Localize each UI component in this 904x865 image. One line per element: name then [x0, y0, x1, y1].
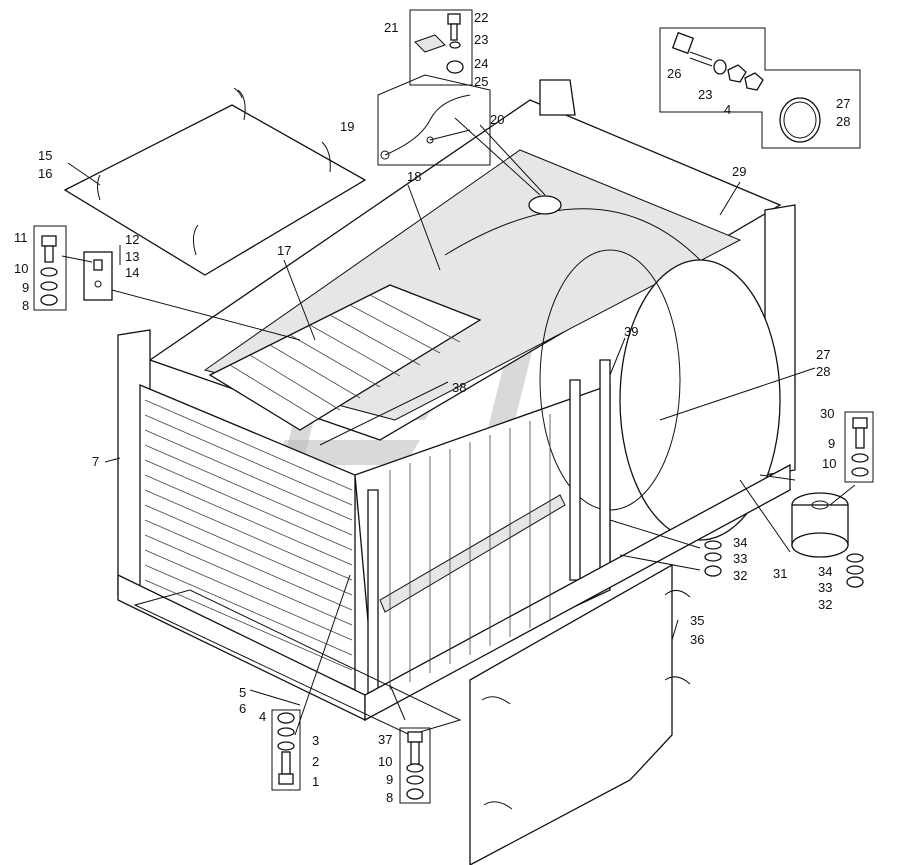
label-10a: 10: [14, 261, 28, 276]
frame-body: [117, 79, 796, 736]
label-10c: 10: [378, 754, 392, 769]
leader-lines: [61, 117, 856, 736]
label-9a: 9: [22, 280, 29, 295]
label-33b: 33: [818, 580, 832, 595]
label-33a: 33: [733, 551, 747, 566]
label-30: 30: [820, 406, 834, 421]
cable-assembly: [377, 74, 491, 166]
label-27b: 27: [816, 347, 830, 362]
label-37: 37: [378, 732, 392, 747]
label-31: 31: [773, 566, 787, 581]
label-14: 14: [125, 265, 139, 280]
label-22: 22: [474, 10, 488, 25]
hardware-bottom: [271, 709, 431, 804]
label-28a: 28: [836, 114, 850, 129]
label-32b: 32: [818, 597, 832, 612]
hardware-top-center: [409, 9, 473, 86]
label-9c: 9: [386, 772, 393, 787]
label-9b: 9: [828, 436, 835, 451]
label-12: 12: [125, 232, 139, 247]
label-36: 36: [690, 632, 704, 647]
label-25: 25: [474, 74, 488, 89]
label-2: 2: [312, 754, 319, 769]
label-4b: 4: [259, 709, 266, 724]
part-number-labels: 15 16 11 10 9 8 12 13 14 17 18 19 20 21 …: [14, 10, 850, 805]
label-29: 29: [732, 164, 746, 179]
slats: [144, 294, 551, 690]
label-23a: 23: [474, 32, 488, 47]
label-19: 19: [340, 119, 354, 134]
top-cover-panel: [63, 87, 367, 276]
label-23b: 23: [698, 87, 712, 102]
label-21: 21: [384, 20, 398, 35]
hardware-top-right: [659, 27, 861, 149]
label-34a: 34: [733, 535, 747, 550]
label-34b: 34: [818, 564, 832, 579]
label-11: 11: [14, 230, 28, 245]
label-13: 13: [125, 249, 139, 264]
label-3: 3: [312, 733, 319, 748]
label-1: 1: [312, 774, 319, 789]
hardware-right: [704, 411, 874, 588]
label-8b: 8: [386, 790, 393, 805]
label-7: 7: [92, 454, 99, 469]
plate-and-bolts-left: [33, 225, 113, 311]
label-24: 24: [474, 56, 488, 71]
label-28b: 28: [816, 364, 830, 379]
label-16: 16: [38, 166, 52, 181]
label-26: 26: [667, 66, 681, 81]
front-door-panel: [469, 563, 691, 865]
label-8a: 8: [22, 298, 29, 313]
label-6: 6: [239, 701, 246, 716]
label-27a: 27: [836, 96, 850, 111]
label-39: 39: [624, 324, 638, 339]
label-35: 35: [690, 613, 704, 628]
label-20: 20: [490, 112, 504, 127]
label-38: 38: [452, 380, 466, 395]
label-10b: 10: [822, 456, 836, 471]
label-32a: 32: [733, 568, 747, 583]
label-15: 15: [38, 148, 52, 163]
label-17: 17: [277, 243, 291, 258]
label-4a: 4: [724, 102, 731, 117]
label-18: 18: [407, 169, 421, 184]
label-5: 5: [239, 685, 246, 700]
